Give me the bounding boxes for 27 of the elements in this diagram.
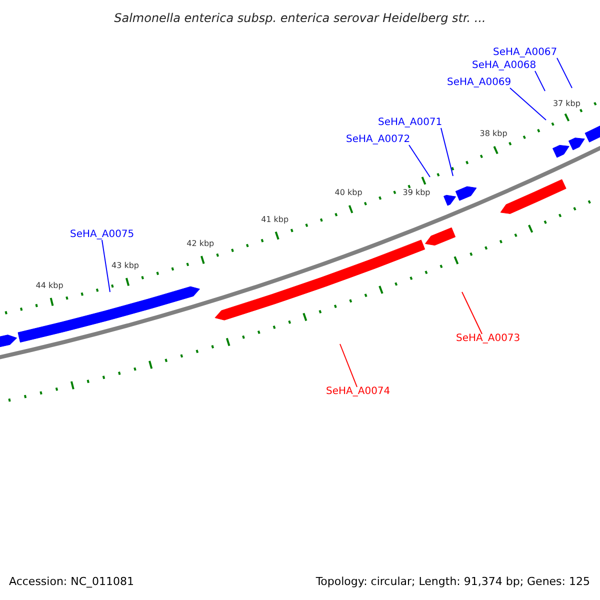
tick-label: 37 kbp (552, 100, 580, 108)
leader-line (102, 240, 110, 292)
tick-label: 40 kbp (334, 189, 362, 198)
gene-label: SeHA_A0072 (346, 135, 410, 145)
footer-text: Accession: NC_011081 (9, 576, 134, 587)
leader-line (340, 344, 358, 388)
gene-label: SeHA_A0075 (70, 230, 134, 240)
gene-label: SeHA_A0067 (493, 48, 558, 58)
gene-label: SeHA_A0073 (456, 334, 520, 344)
gene-label: SeHA_A0071 (378, 118, 442, 128)
leader-line (556, 58, 572, 88)
tick-label: 38 kbp (480, 130, 508, 138)
tick-label: 43 kbp (112, 262, 140, 270)
footer-text: Topology: circular; Length: 91,374 bp; Genes: 125 (316, 576, 590, 587)
leader-line (510, 88, 546, 120)
gene-label: SeHA_A0074 (326, 387, 390, 397)
gene-label: SeHA_A0069 (447, 78, 512, 88)
tick-label: 39 kbp (402, 188, 430, 197)
tick-label: 42 kbp (186, 240, 214, 248)
tick-label: 41 kbp (261, 216, 289, 224)
tick-label: 44 kbp (36, 282, 64, 290)
leader-line (408, 144, 430, 178)
leader-line (440, 128, 454, 176)
leader-line (462, 292, 482, 334)
gene-label: SeHA_A0068 (472, 61, 536, 71)
title: Salmonella enterica subsp. enterica serovar Heidelberg str. ... (113, 12, 487, 24)
leader-line (534, 70, 546, 92)
